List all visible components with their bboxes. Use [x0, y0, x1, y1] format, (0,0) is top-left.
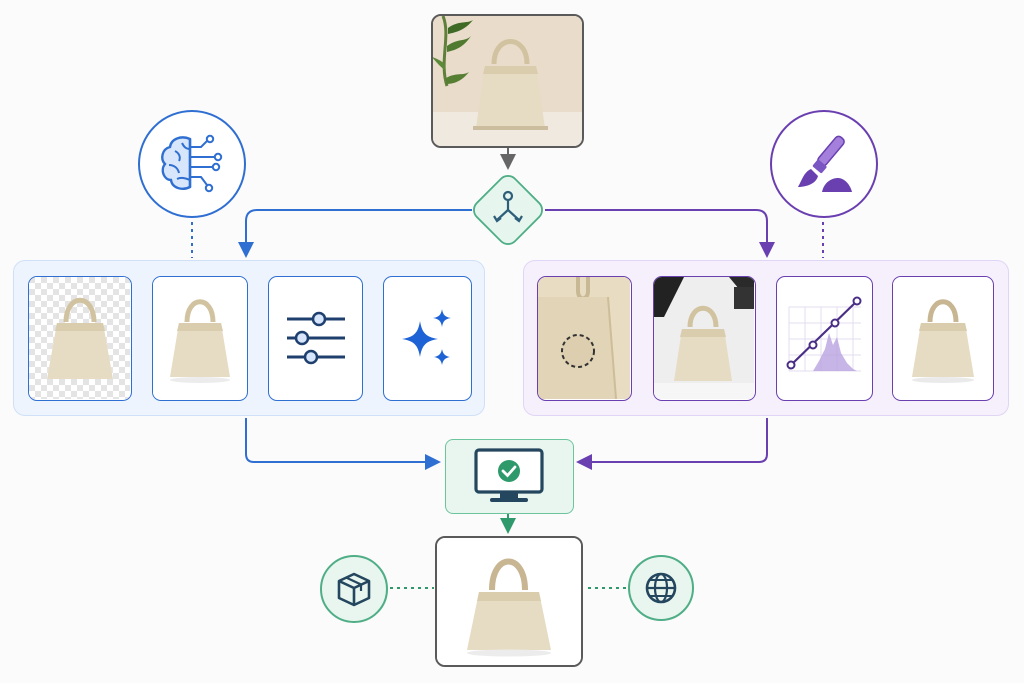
white-background-image — [153, 277, 246, 399]
brain-circuit-icon — [161, 134, 223, 193]
web-badge — [628, 555, 694, 621]
ai-brain-badge — [138, 110, 246, 218]
split-node — [470, 172, 546, 248]
manual-step-final-retouch — [892, 276, 994, 401]
retouched-product-image — [893, 277, 992, 399]
paintbrush-icon — [798, 135, 852, 192]
arrow-manual-to-review — [576, 418, 768, 470]
ai-step-white-background — [152, 276, 248, 401]
arrow-ai-to-review — [245, 418, 441, 470]
ai-step-adjustments — [268, 276, 363, 401]
spot-retouch-image — [538, 277, 630, 399]
sliders-icon — [287, 311, 345, 365]
manual-step-spot-retouch — [537, 276, 632, 401]
manual-step-studio-lighting — [653, 276, 756, 401]
input-product-photo — [433, 16, 582, 146]
package-icon — [337, 572, 371, 607]
studio-lighting-image — [654, 277, 754, 399]
globe-icon — [645, 572, 677, 604]
final-product-image — [437, 538, 581, 665]
curves-histogram-icon — [786, 296, 862, 372]
manual-brush-badge — [770, 110, 878, 218]
arrow-split-to-manual — [545, 209, 775, 258]
transparent-cutout-image — [29, 277, 130, 399]
sparkles-icon — [402, 309, 451, 365]
ai-step-background-removed — [28, 276, 132, 401]
review-node — [445, 439, 574, 514]
arrow-split-to-ai — [238, 209, 472, 258]
monitor-check-icon — [474, 448, 544, 502]
branch-split-icon — [473, 175, 543, 245]
input-photo-frame — [431, 14, 584, 148]
manual-step-curves — [776, 276, 873, 401]
output-photo-frame — [435, 536, 583, 667]
ecommerce-badge — [320, 555, 388, 623]
ai-step-enhance — [383, 276, 472, 401]
